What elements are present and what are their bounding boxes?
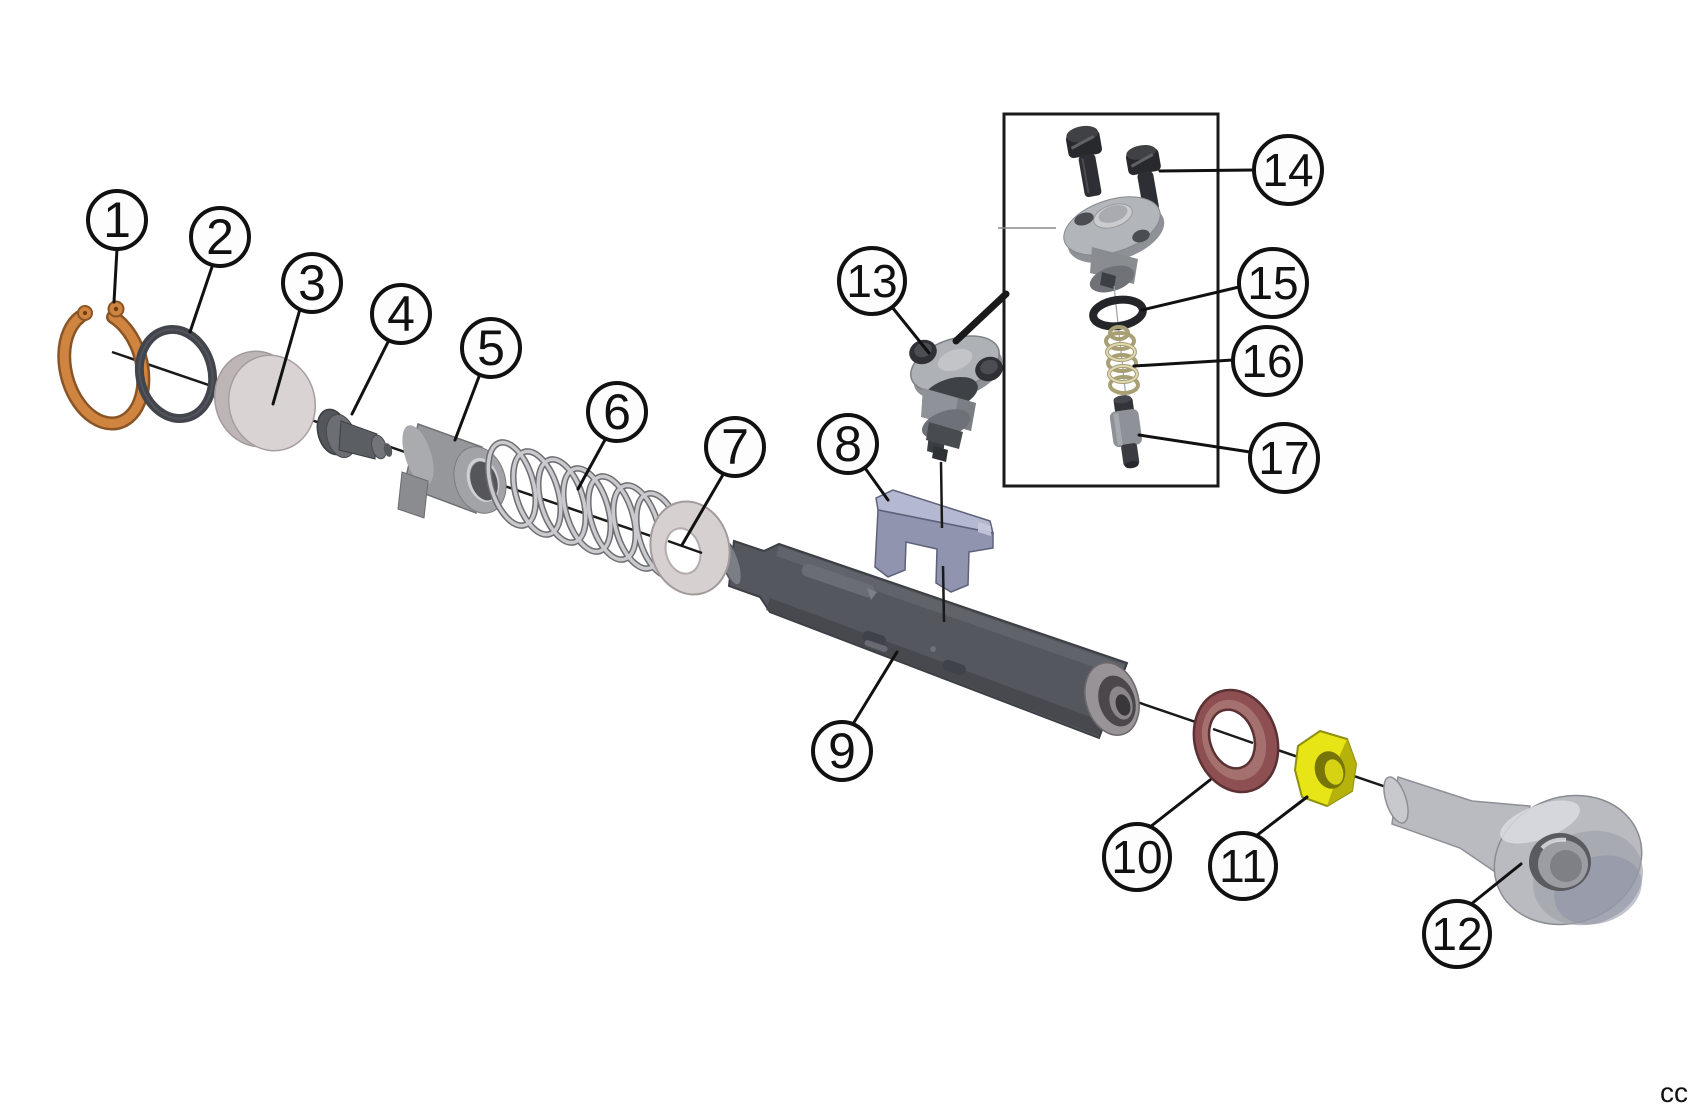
callout-circle-8 bbox=[817, 413, 879, 475]
callout-circle-3 bbox=[281, 252, 343, 314]
callout-9: 9 bbox=[811, 650, 899, 782]
part-retaining-clip bbox=[874, 489, 995, 593]
part-o-ring bbox=[134, 324, 218, 424]
callout-12: 12 bbox=[1422, 862, 1523, 969]
callout-number-8: 8 bbox=[834, 416, 862, 472]
callout-4: 4 bbox=[350, 283, 432, 416]
callout-number-9: 9 bbox=[828, 723, 856, 779]
callout-leader-8 bbox=[863, 466, 890, 502]
callout-10: 10 bbox=[1102, 778, 1212, 892]
part-seal-ring bbox=[1192, 688, 1280, 794]
callout-circle-11 bbox=[1208, 831, 1278, 901]
callout-13: 13 bbox=[837, 246, 931, 355]
callout-number-17: 17 bbox=[1258, 432, 1309, 484]
callout-circle-1 bbox=[86, 189, 148, 251]
part-inset-plunger bbox=[1109, 395, 1143, 469]
callout-circle-16 bbox=[1231, 325, 1303, 397]
callout-leader-7 bbox=[680, 471, 726, 547]
callout-3: 3 bbox=[271, 252, 343, 406]
callout-leader-12 bbox=[1468, 862, 1523, 907]
part-plug-fitting bbox=[316, 408, 393, 460]
callout-number-1: 1 bbox=[103, 192, 131, 248]
callout-leader-4 bbox=[350, 338, 391, 416]
inset-detail-box bbox=[952, 112, 1220, 488]
callout-leader-14 bbox=[1158, 168, 1256, 173]
callout-number-6: 6 bbox=[603, 384, 631, 440]
callout-14: 14 bbox=[1158, 134, 1324, 206]
callout-leader-3 bbox=[271, 307, 302, 406]
part-inset-spring bbox=[1104, 325, 1140, 395]
callout-leader-11 bbox=[1254, 795, 1309, 838]
callout-number-7: 7 bbox=[721, 419, 749, 475]
callout-2: 2 bbox=[188, 206, 251, 334]
credit-text: cc bbox=[1660, 1077, 1688, 1108]
callout-number-12: 12 bbox=[1431, 908, 1482, 960]
callout-circle-13 bbox=[837, 246, 907, 316]
callout-circle-7 bbox=[704, 416, 766, 478]
callout-number-2: 2 bbox=[206, 209, 234, 265]
callout-number-4: 4 bbox=[387, 286, 415, 342]
callout-leader-5 bbox=[453, 372, 482, 442]
callout-number-14: 14 bbox=[1262, 144, 1313, 196]
callout-leader-16 bbox=[1132, 358, 1235, 368]
callout-leader-1 bbox=[112, 247, 119, 304]
callout-leader-15 bbox=[1140, 285, 1241, 312]
callout-number-16: 16 bbox=[1241, 335, 1292, 387]
callout-leader-6 bbox=[576, 436, 608, 491]
part-valve-cap-flange bbox=[1063, 196, 1165, 293]
part-hex-nut bbox=[1293, 729, 1358, 808]
part-rod-end bbox=[1383, 776, 1643, 926]
part-socket-screw-a bbox=[1065, 125, 1102, 198]
callout-15: 15 bbox=[1140, 247, 1309, 319]
callout-leader-9 bbox=[851, 650, 899, 726]
callout-leader-13 bbox=[890, 305, 931, 355]
callout-number-15: 15 bbox=[1247, 257, 1298, 309]
part-shaft bbox=[719, 539, 1140, 740]
callout-number-10: 10 bbox=[1111, 831, 1162, 883]
callout-17: 17 bbox=[1137, 422, 1320, 494]
callout-8: 8 bbox=[817, 413, 890, 502]
callout-leader-17 bbox=[1137, 433, 1252, 454]
callout-circle-6 bbox=[586, 381, 648, 443]
callout-number-13: 13 bbox=[846, 255, 897, 307]
callout-circle-14 bbox=[1252, 134, 1324, 206]
callout-1: 1 bbox=[86, 189, 148, 304]
callout-circle-9 bbox=[811, 720, 873, 782]
part-valve-assembly bbox=[909, 335, 1003, 623]
callout-circle-10 bbox=[1102, 822, 1172, 892]
callout-circle-17 bbox=[1248, 422, 1320, 494]
callout-circle-2 bbox=[189, 206, 251, 268]
callout-circle-15 bbox=[1237, 247, 1309, 319]
callout-11: 11 bbox=[1208, 795, 1309, 901]
part-piston-disc bbox=[213, 350, 317, 452]
callout-7: 7 bbox=[680, 416, 766, 547]
part-washer bbox=[649, 500, 731, 596]
callout-leader-10 bbox=[1148, 778, 1212, 829]
callout-leader-2 bbox=[188, 262, 215, 334]
part-snap-ring bbox=[57, 300, 151, 431]
callout-number-11: 11 bbox=[1219, 840, 1267, 892]
callout-16: 16 bbox=[1132, 325, 1303, 397]
callout-number-5: 5 bbox=[477, 320, 505, 376]
inset-box-leader bbox=[952, 290, 1010, 345]
callout-6: 6 bbox=[576, 381, 648, 491]
callout-circle-12 bbox=[1422, 899, 1492, 969]
callout-5: 5 bbox=[453, 317, 522, 442]
callout-circle-4 bbox=[370, 283, 432, 345]
callout-circle-5 bbox=[460, 317, 522, 379]
callout-number-3: 3 bbox=[298, 255, 326, 311]
